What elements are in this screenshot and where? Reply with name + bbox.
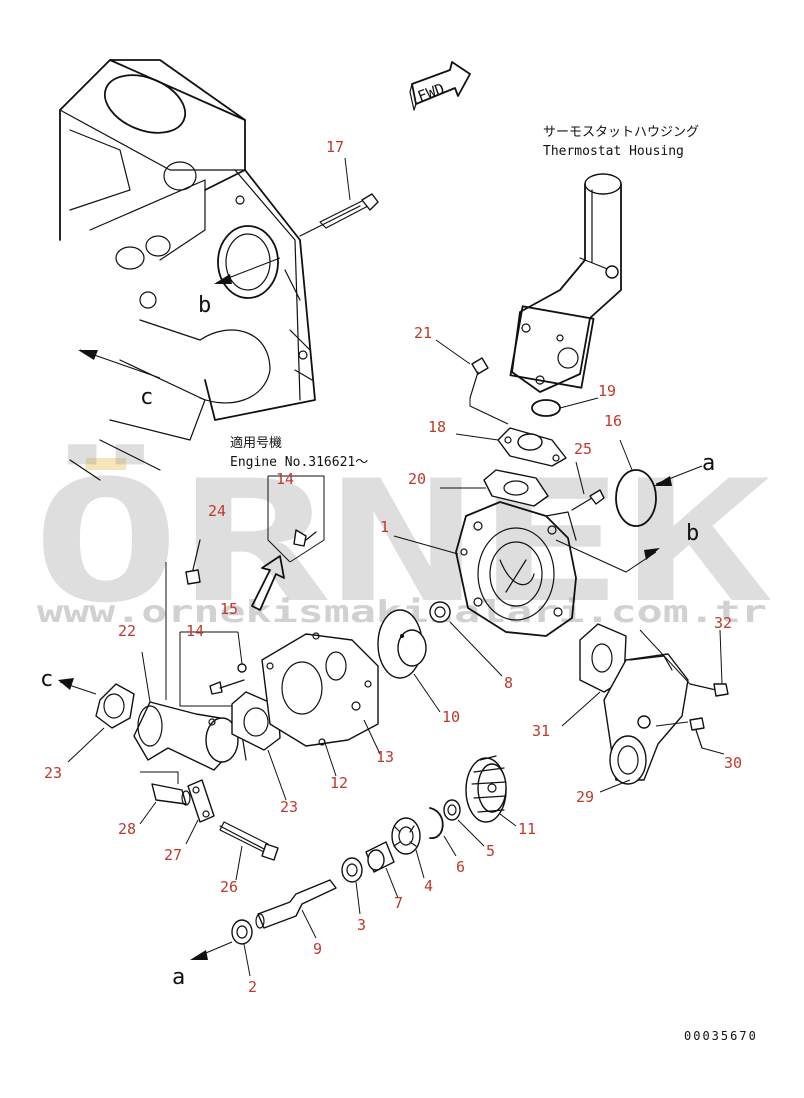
watermark-accent [86, 458, 126, 470]
part-8-seal [429, 601, 503, 677]
callout-14-lower: 14 [186, 622, 204, 640]
part-6-snap-ring [429, 807, 444, 839]
part-21-bolt [435, 339, 509, 425]
fwd-arrow-icon: FWD [409, 61, 471, 111]
label-c-lower: c [40, 667, 53, 692]
part-5-washer [443, 799, 461, 821]
callout-27: 27 [164, 846, 182, 864]
label-b-right: b [686, 521, 699, 546]
applicable-engine-box [251, 475, 325, 611]
callout-numbers: 1 2 3 4 5 6 7 8 9 10 11 12 13 14 14 15 1… [44, 138, 742, 996]
callout-23-left: 23 [44, 764, 62, 782]
callout-9: 9 [313, 940, 322, 958]
engine-block [59, 59, 316, 481]
part-22-connector [133, 651, 247, 771]
part-14-15-group [179, 631, 247, 707]
arrow-c-upper-icon [78, 350, 98, 360]
part-29-elbow [599, 653, 689, 793]
part-20-gasket [440, 469, 549, 507]
arrow-b-upper-icon [214, 274, 232, 284]
callout-25: 25 [574, 440, 592, 458]
part-9-shaft [255, 879, 337, 939]
part-25-bolt [571, 461, 605, 511]
callout-7: 7 [394, 894, 403, 912]
callout-30: 30 [724, 754, 742, 772]
callout-12: 12 [330, 774, 348, 792]
part-24-bolt [165, 539, 201, 700]
part-3-bearing [341, 857, 363, 915]
callout-24: 24 [208, 502, 226, 520]
callout-28: 28 [118, 820, 136, 838]
label-b-upper: b [198, 293, 211, 318]
part-2-bearing [231, 919, 253, 977]
drawing-number: 00035670 [684, 1029, 758, 1043]
applicable-label-jp: 適用号機 [230, 435, 282, 451]
callout-6: 6 [456, 858, 465, 876]
part-28-pin [139, 771, 191, 825]
part-32-bolt [639, 629, 729, 697]
callout-1: 1 [380, 518, 389, 536]
callout-14-upper: 14 [276, 470, 294, 488]
part-27-bracket [185, 779, 215, 845]
thermostat-housing [509, 173, 622, 393]
callout-19: 19 [598, 382, 616, 400]
label-a-lower: a [172, 965, 185, 990]
part-11-pulley [465, 755, 517, 827]
fwd-label: FWD [415, 80, 447, 106]
label-a-right: a [702, 451, 715, 476]
callout-18: 18 [428, 418, 446, 436]
callout-15: 15 [220, 600, 238, 618]
callout-26: 26 [220, 878, 238, 896]
thermostat-label-en: Thermostat Housing [543, 144, 684, 159]
arrow-b-right-icon [644, 548, 660, 560]
part-10-impeller [377, 609, 441, 713]
callout-11: 11 [518, 820, 536, 838]
part-16-o-ring [615, 469, 657, 527]
part-23-gasket-left [67, 683, 135, 763]
arrow-up-icon [251, 555, 285, 611]
applicable-label-en: Engine No.316621～ [230, 455, 368, 470]
callout-16: 16 [604, 412, 622, 430]
part-1-water-pump-body: b [393, 501, 699, 637]
part-19-o-ring [531, 399, 561, 417]
callout-4: 4 [424, 877, 433, 895]
callout-17: 17 [326, 138, 344, 156]
arrow-c-lower-icon [58, 678, 74, 690]
part-4-bearing [391, 817, 425, 879]
callout-32: 32 [714, 614, 732, 632]
callout-22: 22 [118, 622, 136, 640]
callout-2: 2 [248, 978, 257, 996]
arrow-a-right-icon [654, 476, 672, 486]
callout-8: 8 [504, 674, 513, 692]
callout-5: 5 [486, 842, 495, 860]
thermostat-label-jp: サーモスタットハウジング [543, 125, 699, 140]
callout-20: 20 [408, 470, 426, 488]
part-12-13-plate [261, 632, 381, 777]
callout-21: 21 [414, 324, 432, 342]
callout-10: 10 [442, 708, 460, 726]
callout-13: 13 [376, 748, 394, 766]
arrow-a-lower-icon [190, 950, 208, 960]
callout-23-right: 23 [280, 798, 298, 816]
part-30-bolt [655, 717, 725, 755]
callout-29: 29 [576, 788, 594, 806]
label-c-upper: c [140, 385, 153, 410]
part-17-bolt [299, 157, 379, 237]
part-7-spacer [365, 841, 399, 899]
part-26-bolt [219, 821, 279, 881]
callout-3: 3 [357, 916, 366, 934]
callout-31: 31 [532, 722, 550, 740]
part-18-cover [455, 427, 567, 467]
